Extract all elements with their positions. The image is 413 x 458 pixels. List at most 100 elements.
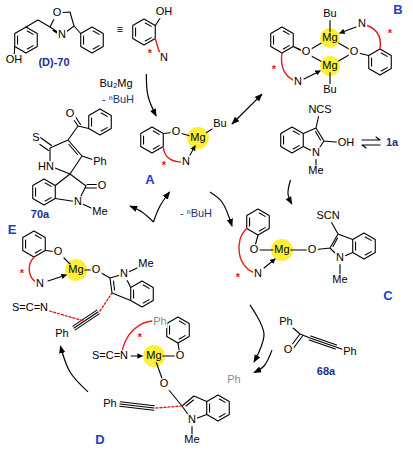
- structure-group: OMgON*NMeSCNC: [232, 204, 408, 305]
- bonds: [14, 12, 391, 440]
- atom-label: Me: [137, 258, 154, 270]
- benzene-ring: [369, 49, 392, 75]
- benzene-ring: [23, 231, 46, 257]
- atom-label: OH: [337, 137, 356, 149]
- cycle-label: D: [94, 433, 105, 447]
- bond-line: [131, 355, 142, 356]
- metal-label: Mg: [145, 350, 162, 362]
- atom-label: S: [31, 132, 40, 144]
- metal-label: Mg: [321, 60, 338, 72]
- structure-group: OMgBuN*A: [136, 116, 232, 192]
- atom-label: Me: [91, 206, 108, 218]
- atom-label: N: [357, 18, 367, 30]
- benzene-ring: [131, 281, 154, 307]
- atom-label: NCS: [307, 104, 332, 116]
- atom-label: O: [307, 244, 318, 256]
- atom-label: SCN: [315, 210, 340, 222]
- atom-label: Ph: [92, 156, 107, 168]
- benzene-ring: [271, 27, 294, 53]
- bond-line: [46, 310, 84, 321]
- compound-label: 70a: [30, 209, 50, 221]
- benzene-ring: [167, 317, 190, 343]
- atom-label: O: [91, 264, 102, 276]
- mg-highlights: [65, 28, 340, 367]
- benzene-ring: [33, 179, 56, 205]
- reaction-arrow: [153, 192, 169, 222]
- benzene-ring: [15, 27, 38, 53]
- stereo-mark: *: [235, 272, 241, 284]
- mg-highlight: [187, 127, 209, 149]
- atom-label: Ph: [152, 316, 167, 328]
- atom-label: N: [335, 252, 345, 264]
- benzene-ring: [141, 127, 164, 153]
- atom-label: Ph: [342, 346, 357, 358]
- atom-label: Bu: [322, 8, 337, 20]
- atom-label: OH: [5, 54, 24, 66]
- byproduct-label: - ⁿBuH: [101, 94, 135, 106]
- atom-label: O: [52, 7, 63, 19]
- byproduct-label: - ⁿBuH: [179, 208, 213, 220]
- compound-label: (D)-70: [37, 57, 70, 69]
- structure-group: PhOPh68a: [272, 312, 372, 384]
- atom-label: S=C=N: [91, 350, 129, 362]
- atom-label: Me: [331, 274, 348, 286]
- benzene-ring: [207, 395, 230, 421]
- compound-label: 1a: [385, 137, 399, 149]
- bond-line: [340, 27, 356, 33]
- atom-label: Ph: [278, 316, 293, 328]
- reaction-arrow: [288, 180, 292, 204]
- atom-label: OH: [155, 6, 174, 18]
- bond-line: [190, 146, 195, 155]
- atom-label: N: [35, 278, 45, 290]
- bond-line: [264, 259, 275, 268]
- structure-group: S=C=NMgO*OPhPhNMeD: [88, 316, 254, 454]
- reaction-arrow: [250, 305, 264, 362]
- atom-label: Bu: [322, 84, 337, 96]
- stereo-mark: *: [19, 268, 25, 280]
- bond-line: [14, 12, 81, 60]
- structure-group: ONOH(D)-70≡OHN*: [2, 2, 178, 74]
- atom-label: S=C=N: [11, 302, 49, 314]
- atom-label: O: [53, 246, 64, 258]
- reaction-arrow: [254, 350, 272, 372]
- stereo-mark: *: [387, 28, 393, 40]
- atom-label: Ph: [102, 398, 117, 410]
- atom-label: Ph: [54, 328, 69, 340]
- bond-line: [156, 406, 182, 408]
- atom-label: O: [249, 244, 260, 256]
- bond-line: [73, 310, 99, 330]
- atom-label: O: [159, 378, 170, 390]
- bond-line: [304, 71, 320, 79]
- cycle-label: C: [382, 289, 393, 303]
- stereo-mark: *: [137, 332, 143, 344]
- structure-group: NCSOHNMe1a: [272, 102, 404, 180]
- bond-line: [286, 322, 350, 352]
- metal-label: Mg: [67, 264, 84, 276]
- structure-group: OMgN*ONMeS=C=NPhPhE: [4, 222, 170, 346]
- edge-group: [60, 74, 291, 392]
- structure-group: BuMgOOMgBuNN**B: [262, 2, 408, 100]
- reaction-arrow: [210, 192, 232, 226]
- bond-line: [48, 275, 66, 281]
- reaction-arrow: [146, 74, 156, 116]
- atom-label: N: [187, 414, 197, 426]
- bond-line: [35, 113, 101, 174]
- metal-label: Mg: [273, 244, 290, 256]
- atom-label: Ph: [226, 374, 241, 386]
- reaction-arrow: [130, 206, 153, 222]
- cycle-label: A: [144, 173, 155, 187]
- metal-label: Mg: [189, 132, 206, 144]
- atom-label: N: [73, 196, 83, 208]
- atom-label: O: [283, 344, 294, 356]
- atom-label: N: [293, 76, 303, 88]
- atom-label: O: [171, 126, 182, 138]
- atom-label: N: [159, 52, 169, 64]
- stereo-mark: *: [161, 160, 167, 172]
- benzene-ring: [133, 19, 156, 45]
- atom-label: O: [175, 350, 186, 362]
- atom-label: N: [181, 156, 191, 168]
- structure-group: OSHNPhONMe70a: [26, 104, 130, 223]
- compound-label: 68a: [316, 366, 336, 378]
- atom-label: HN: [37, 161, 55, 173]
- cycle-label: B: [392, 3, 403, 17]
